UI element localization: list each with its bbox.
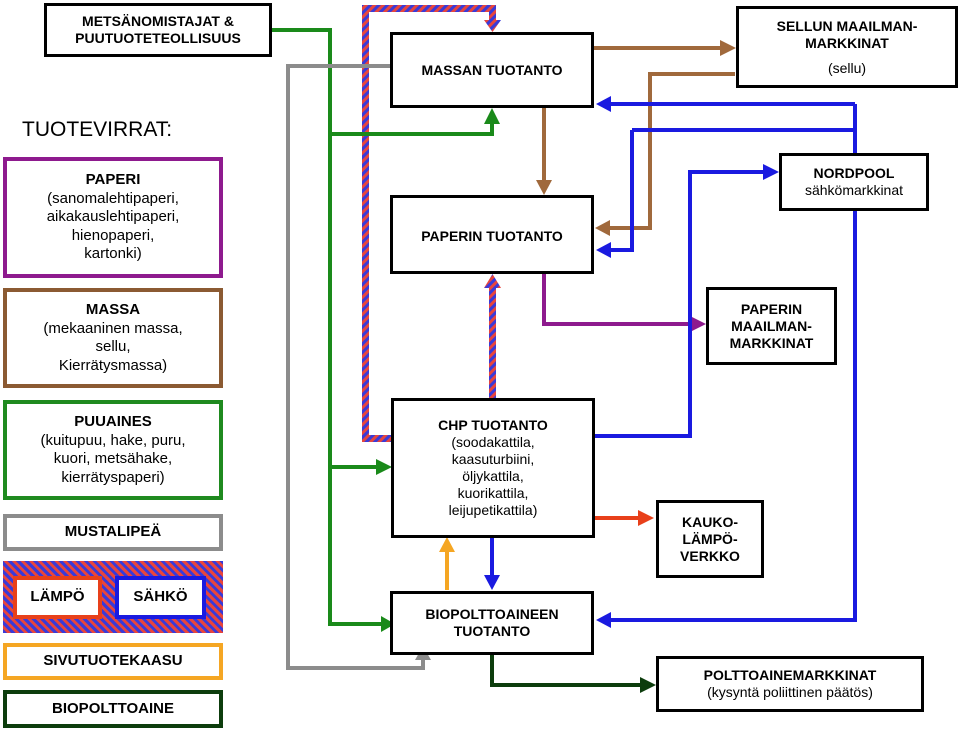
legend-paper-line-3: hienopaperi,: [71, 226, 155, 244]
node-pulp-production-title: MASSAN TUOTANTO: [421, 62, 563, 78]
node-fuel-market-title: POLTTOAINEMARKKINAT: [703, 667, 877, 683]
node-chp-production: CHP TUOTANTO (soodakattila, kaasuturbiin…: [391, 398, 595, 538]
node-district-heating-line-2: LÄMPÖ-: [682, 530, 738, 547]
paper-flow: [542, 274, 692, 326]
biofuel-flow: [490, 655, 642, 687]
black-liquor-flow: [286, 64, 425, 670]
electricity-arrowheads: [484, 96, 779, 628]
legend-heat-title: LÄMPÖ: [30, 588, 85, 606]
legend-pulp-title: MASSA: [85, 301, 141, 318]
node-pulp-market: SELLUN MAAILMAN- MARKKINAT (sellu): [736, 6, 958, 88]
legend-paper-line-2: aikakauslehtipaperi,: [46, 208, 180, 226]
node-pulp-market-line-2: MARKKINAT: [805, 34, 889, 51]
node-forest-owners-line-2: PUUTUOTETEOLLISUUS: [75, 30, 241, 46]
node-fuel-market-sub: (kysyntä poliittinen päätös): [707, 684, 873, 700]
legend-biofuel-title: BIOPOLTTOAINE: [52, 699, 174, 717]
node-nordpool: NORDPOOL sähkömarkkinat: [779, 153, 929, 211]
pulp-arrowheads: [536, 40, 736, 236]
node-nordpool-sub: sähkömarkkinat: [804, 182, 904, 198]
legend-pulp-line-3: Kierrätysmassa): [58, 356, 168, 374]
node-chp-detail-5: leijupetikattila): [448, 502, 538, 518]
node-district-heating: KAUKO- LÄMPÖ- VERKKO: [656, 500, 764, 578]
node-paper-production-title: PAPERIN TUOTANTO: [421, 228, 563, 244]
legend-black-liquor: MUSTALIPEÄ: [3, 514, 223, 551]
byproduct-gas-arrowhead: [439, 537, 455, 552]
node-district-heating-line-3: VERKKO: [680, 547, 740, 564]
steam-flow-to-paper: [484, 274, 501, 400]
legend-black-liquor-title: MUSTALIPEÄ: [64, 523, 162, 541]
node-paper-market-line-1: PAPERIN: [740, 300, 803, 317]
legend-wood: PUUAINES (kuitupuu, hake, puru, kuori, m…: [3, 400, 223, 500]
steam-flow-to-pulp: [362, 5, 501, 442]
node-biofuel-production-line-2: TUOTANTO: [453, 623, 531, 639]
node-pulp-production: MASSAN TUOTANTO: [390, 32, 594, 108]
node-forest-owners: METSÄNOMISTAJAT & PUUTUOTETEOLLISUUS: [44, 3, 272, 57]
node-chp-detail-3: öljykattila,: [462, 468, 524, 484]
biofuel-arrowhead: [640, 677, 656, 693]
legend-wood-line-2: kuori, metsähake,: [53, 450, 173, 467]
heat-arrowhead: [638, 510, 654, 526]
legend-wood-title: PUUAINES: [74, 413, 152, 430]
legend-electricity: SÄHKÖ: [115, 576, 206, 619]
node-paper-market-line-3: MARKKINAT: [729, 334, 814, 351]
node-chp-detail-1: (soodakattila,: [451, 434, 535, 450]
node-forest-owners-line-1: METSÄNOMISTAJAT &: [82, 13, 234, 29]
wood-arrowheads: [376, 108, 500, 632]
legend-paper-title: PAPERI: [85, 171, 141, 189]
node-paper-market: PAPERIN MAAILMAN- MARKKINAT: [706, 287, 837, 365]
node-district-heating-line-1: KAUKO-: [682, 513, 738, 530]
node-pulp-market-sub: (sellu): [827, 59, 867, 76]
node-fuel-market: POLTTOAINEMARKKINAT (kysyntä poliittinen…: [656, 656, 924, 712]
page-heading: TUOTEVIRRAT:: [22, 118, 173, 141]
node-biofuel-production: BIOPOLTTOAINEEN TUOTANTO: [390, 591, 594, 655]
legend-byproduct-gas: SIVUTUOTEKAASU: [3, 643, 223, 680]
node-paper-market-line-2: MAAILMAN-: [731, 317, 812, 334]
paper-arrowheads: [690, 316, 706, 332]
node-paper-production: PAPERIN TUOTANTO: [390, 195, 594, 274]
legend-pulp-line-1: (mekaaninen massa,: [43, 319, 183, 337]
legend-byproduct-gas-title: SIVUTUOTEKAASU: [43, 652, 183, 670]
legend-biofuel: BIOPOLTTOAINE: [3, 690, 223, 728]
legend-electricity-title: SÄHKÖ: [133, 588, 188, 606]
legend-paper: PAPERI (sanomalehtipaperi, aikakauslehti…: [3, 157, 223, 278]
legend-paper-line-4: kartonki): [84, 245, 142, 263]
node-biofuel-production-line-1: BIOPOLTTOAINEEN: [425, 606, 559, 622]
legend-paper-line-1: (sanomalehtipaperi,: [47, 189, 179, 207]
legend-heat: LÄMPÖ: [13, 576, 102, 619]
legend-wood-line-3: kierrätyspaperi): [61, 468, 165, 486]
node-nordpool-title: NORDPOOL: [813, 165, 895, 181]
pulp-flow: [542, 46, 735, 230]
wood-flow: [272, 28, 494, 626]
legend-wood-line-1: (kuitupuu, hake, puru,: [40, 431, 186, 449]
node-chp-detail-4: kuorikattila,: [457, 485, 529, 501]
node-chp-title: CHP TUOTANTO: [438, 417, 548, 433]
legend-pulp-line-2: sellu,: [95, 338, 131, 355]
node-pulp-market-line-1: SELLUN MAAILMAN-: [776, 17, 918, 34]
node-chp-detail-2: kaasuturbiini,: [451, 451, 535, 467]
legend-pulp: MASSA (mekaaninen massa, sellu, Kierräty…: [3, 288, 223, 388]
